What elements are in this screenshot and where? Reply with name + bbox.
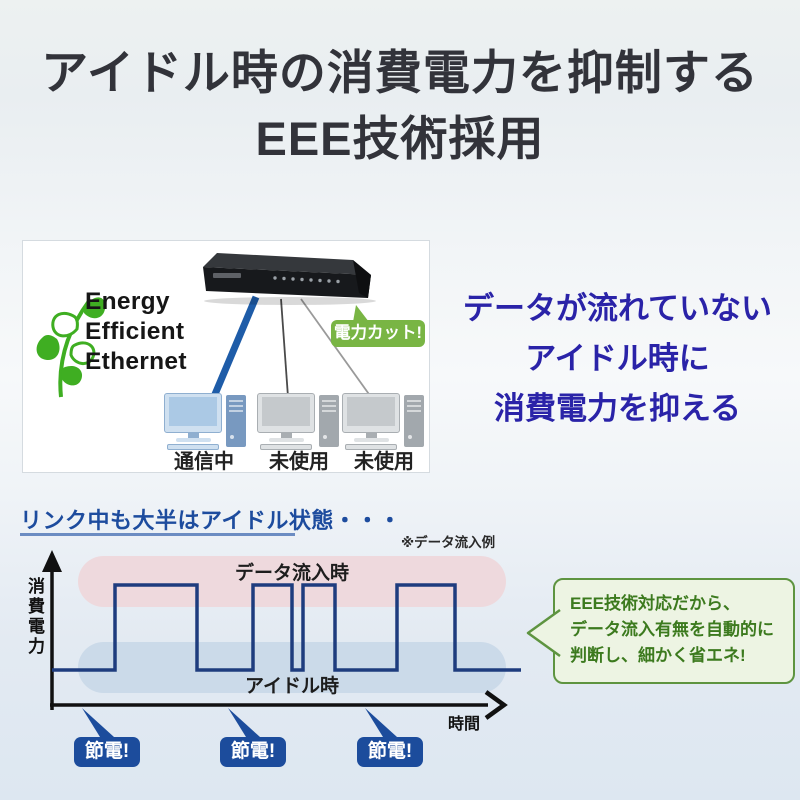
bubble-line2: データ流入有無を自動的に: [570, 620, 774, 639]
pc-tower: [404, 395, 424, 447]
data-inflow-band-label: データ流入時: [234, 563, 349, 584]
chart-note: ※データ流入例: [401, 535, 496, 550]
pc-unused-2: [342, 393, 426, 451]
page-title-line1: アイドル時の消費電力を抑制する: [41, 46, 759, 99]
monitor: [342, 393, 400, 433]
monitor: [257, 393, 315, 433]
bubble-notch: [526, 608, 561, 658]
chart-title: リンク中も大半はアイドル状態・・・: [20, 508, 402, 533]
power-consumption-chart: [42, 550, 521, 737]
cable-unused-2: [300, 298, 372, 398]
leaf-icon: [31, 289, 107, 404]
eee-callout-bubble: EEE技術対応だから、 データ流入有無を自動的に 判断し、細かく省エネ!: [553, 578, 795, 684]
save-badge-tail-3: [365, 708, 397, 737]
idle-band-label: アイドル時: [244, 676, 340, 697]
pc-label-active: 通信中: [174, 451, 234, 473]
eee-diagram-panel: Energy Efficient Ethernet 電力カット: [22, 240, 430, 473]
bubble-line3: 判断し、細かく省エネ!: [570, 646, 746, 665]
pc-tower: [226, 395, 246, 447]
bubble-line1: EEE技術対応だから、: [570, 594, 741, 613]
idle-power-message: データが流れていない アイドル時に 消費電力を抑える: [435, 284, 800, 434]
save-badge-tail-1: [82, 708, 114, 737]
message-line2: アイドル時に: [525, 341, 710, 376]
save-power-badge-1: 節電!: [74, 737, 140, 767]
pc-unused-1: [257, 393, 341, 451]
power-cut-badge: 電力カット!: [331, 320, 425, 347]
save-power-badge-3: 節電!: [357, 737, 423, 767]
monitor: [164, 393, 222, 433]
eee-logo-line3: Ethernet: [85, 348, 187, 375]
pc-label-unused-1: 未使用: [269, 451, 329, 473]
x-axis-label: 時間: [448, 716, 481, 733]
network-cables: [209, 295, 372, 401]
page-title: アイドル時の消費電力を抑制する EEE技術採用: [0, 40, 800, 172]
save-badge-tail-2: [228, 708, 260, 737]
eee-logo-line2: Efficient: [85, 318, 185, 345]
y-axis-arrow: [42, 550, 62, 572]
y-axis-label: 消費電力: [25, 577, 44, 657]
pc-tower: [319, 395, 339, 447]
pc-label-unused-2: 未使用: [354, 451, 414, 473]
cable-active: [209, 295, 260, 401]
eee-logo-text: Energy Efficient Ethernet: [85, 287, 187, 377]
x-axis-arrow: [484, 690, 508, 720]
pc-active: [164, 393, 248, 451]
network-switch-image: [195, 249, 377, 312]
message-line3: 消費電力を抑える: [493, 391, 742, 426]
cable-unused-1: [280, 298, 289, 398]
chart-title-underline: [20, 533, 295, 536]
save-power-badge-2: 節電!: [220, 737, 286, 767]
eee-logo-line1: Energy: [85, 288, 170, 315]
page-title-line2: EEE技術採用: [255, 112, 545, 165]
power-cut-badge-tail: [353, 305, 369, 322]
message-line1: データが流れていない: [462, 291, 773, 326]
power-waveform: [52, 583, 521, 672]
